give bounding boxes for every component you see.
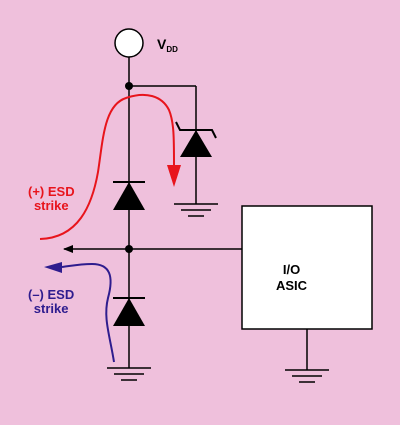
- positive-strike-arrowhead: [167, 165, 181, 187]
- negative-strike-label: (–) ESD strike: [28, 288, 74, 316]
- io-asic-box: [241, 205, 373, 330]
- upper-diode-icon: [113, 181, 145, 210]
- negative-strike-path: [61, 262, 115, 363]
- negative-strike-label-line2: strike: [33, 301, 69, 316]
- junction-top-dot: [125, 82, 133, 90]
- positive-strike-label: (+) ESD strike: [28, 185, 75, 213]
- lower-diode-icon: [113, 297, 145, 326]
- vdd-label-subscript: DD: [166, 45, 178, 54]
- diode-ground-icon: [107, 367, 151, 381]
- positive-strike-path: [39, 93, 175, 240]
- vdd-terminal-icon: [114, 28, 144, 58]
- vdd-label-main: V: [157, 36, 167, 52]
- asic-label-line1: I/O: [282, 262, 301, 277]
- asic-label: I/O ASIC: [276, 262, 307, 294]
- negative-strike-label-line1: (–) ESD: [28, 287, 75, 302]
- positive-strike-label-line1: (+) ESD: [28, 184, 75, 199]
- vdd-label: VDD: [157, 37, 178, 57]
- negative-strike-arrowhead: [44, 262, 62, 273]
- asic-label-line2: ASIC: [276, 278, 308, 293]
- zener-ground-icon: [174, 203, 218, 217]
- positive-strike-label-line2: strike: [33, 198, 69, 213]
- zener-diode-icon: [175, 121, 217, 157]
- asic-ground-icon: [285, 369, 329, 383]
